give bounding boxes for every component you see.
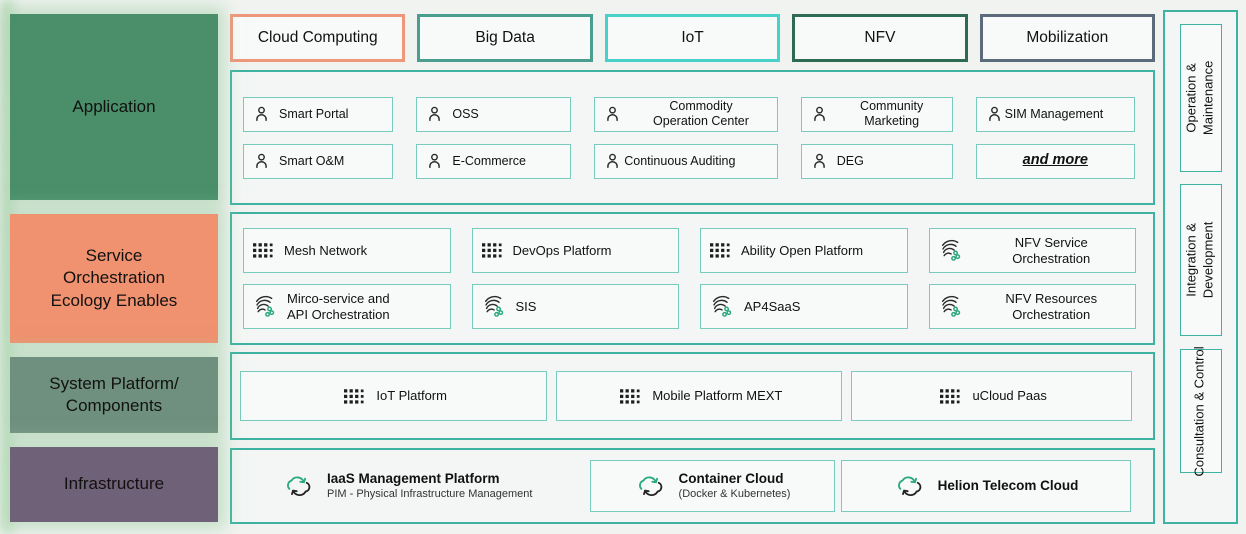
application-container: Smart Portal OSS Commodity Operation Cen… [230, 70, 1155, 205]
platform-item-mobile-platform-mext: Mobile Platform MEXT [556, 371, 843, 421]
flow-icon [712, 295, 732, 317]
person-icon [256, 153, 267, 169]
tag-big-data: Big Data [417, 14, 593, 62]
grid-icon [940, 388, 960, 404]
svc-item-nfv-service-orchestration: NFV Service Orchestration [928, 228, 1136, 273]
person-icon [607, 106, 619, 122]
svc-item-nfv-resources-orchestration: NFV Resources Orchestration [928, 284, 1136, 329]
infra-item-iaas-management-platform: IaaS Management Platform PIM - Physical … [250, 460, 590, 512]
app-item-oss: OSS [416, 96, 572, 132]
person-icon [256, 106, 267, 122]
grid-icon [481, 243, 502, 258]
grid-icon [710, 243, 730, 258]
app-item-community-marketing: Community Marketing [800, 96, 953, 132]
svc-item-ap4saas: AP4SaaS [700, 284, 908, 329]
app-item-e-commerce: E-Commerce [416, 143, 572, 179]
person-icon [429, 106, 441, 122]
section-label-application: Application [10, 14, 218, 200]
service-orchestration-container: Mesh Network DevOps Platform Ability Ope… [230, 212, 1155, 345]
app-item-continuous-auditing: Continuous Auditing [594, 143, 778, 179]
system-platform-container: IoT Platform Mobile Platform MEXT uCloud… [230, 352, 1155, 440]
flow-icon [941, 295, 960, 317]
flow-icon [941, 239, 960, 261]
grid-icon [253, 243, 273, 258]
app-item-smart-portal: Smart Portal [243, 96, 394, 132]
lifecycle-consultation-control: Consultation & Control [1179, 346, 1222, 476]
app-item-deg: DEG [800, 143, 953, 179]
infrastructure-row: IaaS Management Platform PIM - Physical … [232, 450, 1153, 522]
infra-item-helion-telecom-cloud: Helion Telecom Cloud [841, 460, 1131, 512]
application-grid: Smart Portal OSS Commodity Operation Cen… [232, 72, 1153, 203]
svc-item-sis: SIS [471, 284, 679, 329]
app-item-and-more: and more [975, 143, 1135, 179]
svc-item-mesh-network: Mesh Network [243, 228, 451, 273]
infrastructure-container: IaaS Management Platform PIM - Physical … [230, 448, 1155, 524]
cloud-sync-icon [897, 476, 921, 496]
app-item-commodity-operation-center: Commodity Operation Center [594, 96, 778, 132]
lifecycle-operation-maintenance: Operation & Maintenance [1179, 24, 1222, 172]
person-icon [607, 153, 619, 169]
person-icon [813, 153, 825, 169]
platform-item-ucloud-paas: uCloud Paas [851, 371, 1132, 421]
svc-item-ability-open-platform: Ability Open Platform [700, 228, 908, 273]
app-item-smart-oandm: Smart O&M [243, 143, 394, 179]
person-icon [813, 106, 825, 122]
flow-icon [484, 295, 503, 317]
grid-icon [620, 388, 640, 404]
lifecycle-column: Operation & Maintenance Integration & De… [1163, 10, 1238, 524]
technology-tag-row: Cloud Computing Big Data IoT NFV Mobiliz… [230, 14, 1156, 62]
tag-mobilization: Mobilization [979, 14, 1156, 62]
lifecycle-integration-development: Integration & Development [1179, 184, 1222, 336]
tag-cloud-computing: Cloud Computing [230, 14, 406, 62]
cloud-sync-icon [287, 476, 311, 496]
section-label-service-orchestration: Service Orchestration Ecology Enables [10, 214, 218, 343]
platform-row: IoT Platform Mobile Platform MEXT uCloud… [232, 354, 1153, 438]
section-label-infrastructure: Infrastructure [10, 447, 218, 522]
svc-item-micro-service-api-orchestration: Mirco-service and API Orchestration [243, 284, 451, 329]
tag-nfv: NFV [792, 14, 968, 62]
person-icon [988, 106, 1000, 122]
platform-item-iot-platform: IoT Platform [240, 371, 548, 421]
cloud-sync-icon [638, 476, 662, 496]
svc-item-devops-platform: DevOps Platform [471, 228, 679, 273]
tag-iot: IoT [604, 14, 781, 62]
service-grid: Mesh Network DevOps Platform Ability Ope… [232, 214, 1153, 343]
person-icon [429, 153, 441, 169]
infra-item-container-cloud: Container Cloud (Docker & Kubernetes) [590, 460, 835, 512]
section-label-system-platform: System Platform/ Components [10, 357, 218, 433]
app-item-sim-management: SIM Management [975, 96, 1135, 132]
grid-icon [344, 388, 364, 404]
flow-icon [255, 295, 275, 317]
